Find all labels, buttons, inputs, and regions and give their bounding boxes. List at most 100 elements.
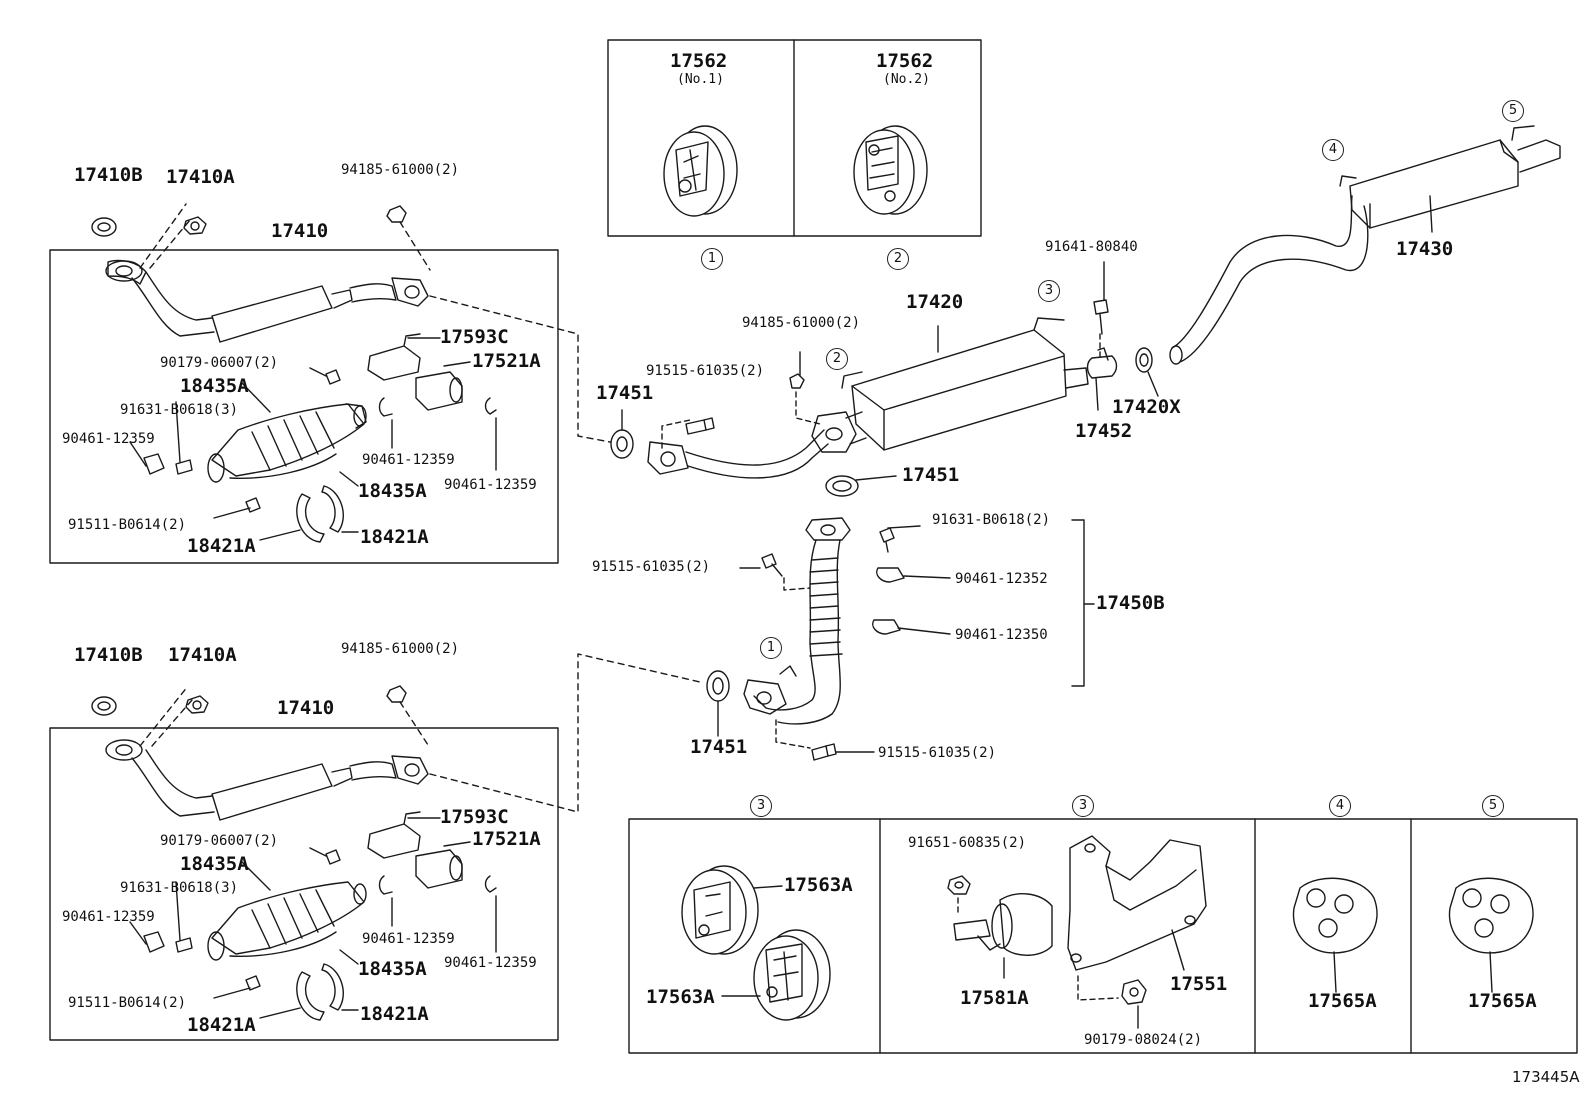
bottom-label-bracket: 17551 (1170, 973, 1228, 995)
lower-label-clamp-r: 90461-12359 (444, 955, 537, 971)
lower-leaders (129, 817, 497, 1019)
center-label-bolt-a: 91515-61035(2) (646, 363, 765, 379)
bolt-center-a-icon (685, 417, 715, 435)
center-pipe-17420-icon (811, 317, 1089, 453)
upper-bracket-icons (296, 485, 344, 543)
lower-label-pipe: 17410 (277, 697, 335, 719)
upper-label-cover-c: 17593C (440, 326, 509, 348)
bottom-label-nut-91651: 91651-60835(2) (908, 835, 1027, 851)
lower-label-gasket: 17410B (74, 644, 143, 666)
callout-3-sec1: 3 (750, 795, 772, 817)
nut-91651-icon (947, 875, 971, 895)
center-leaders (621, 195, 1433, 753)
inset-top-frame (607, 39, 982, 237)
bottom-label-17563a-upper: 17563A (784, 874, 853, 896)
nut-center-a-icon (789, 373, 805, 389)
upper-label-stud: 90179-06007(2) (160, 355, 279, 371)
bottom-label-17565a-b: 17565A (1468, 990, 1537, 1012)
front-pipe-17450b-icon (743, 517, 851, 725)
center-label-nut-a: 94185-61000(2) (742, 315, 861, 331)
lower-nut-top-icon (386, 685, 407, 703)
upper-nut-icon (183, 216, 207, 235)
lower-label-cover-c: 17593C (440, 806, 509, 828)
inset-top-part-no2: 17562 (876, 50, 934, 72)
upper-cover-c-icon (367, 333, 421, 381)
lower-leader-dashes (139, 653, 701, 813)
bottom-label-nut-90179: 90179-08024(2) (1084, 1032, 1203, 1048)
lower-exhaust-pipe-icon (105, 739, 429, 821)
bottom-label-support: 17581A (960, 987, 1029, 1009)
clamp-b-icon (872, 619, 901, 635)
center-label-bolt-d: 91515-61035(2) (878, 745, 997, 761)
lower-gasket-icon (91, 696, 117, 716)
bottom-label-17565a-a: 17565A (1308, 990, 1377, 1012)
upper-label-nut-top: 94185-61000(2) (341, 162, 460, 178)
lower-cover-a-icon (415, 849, 463, 889)
hanger-no1-icon (663, 125, 738, 217)
center-label-front-pipe: 17450B (1096, 592, 1165, 614)
upper-exhaust-pipe-icon (105, 259, 429, 343)
ring-17420x-icon (1135, 347, 1153, 373)
upper-label-clamp-m: 90461-12359 (362, 452, 455, 468)
lower-label-cover-a: 17521A (472, 828, 541, 850)
hanger-no2-icon (853, 125, 928, 215)
upper-label-heat-insulator: 18435A (180, 375, 249, 397)
upper-clamp-icons (143, 397, 497, 475)
front-flange-icon (647, 429, 829, 479)
gasket-17451-b-icon (825, 475, 859, 497)
lower-label-bracket-r: 18421A (360, 1003, 429, 1025)
upper-label-bolt-b: 91511-B0614(2) (68, 517, 187, 533)
lower-label-stud: 90179-06007(2) (160, 833, 279, 849)
center-label-bolt-top: 91641-80840 (1045, 239, 1138, 255)
upper-leaders (129, 337, 497, 541)
callout-4-center: 4 (1322, 139, 1344, 161)
bottom-dashes (957, 897, 1119, 1001)
bolt-top-icon (1093, 299, 1109, 335)
lower-cover-c-icon (367, 811, 421, 859)
callout-5-sec4: 5 (1482, 795, 1504, 817)
inset-top-sub-no2: (No.2) (883, 72, 930, 87)
center-dashes (661, 333, 1101, 749)
upper-leader-dashes (139, 203, 611, 443)
bottom-leaders (721, 885, 1493, 1029)
bolt-front-a-icon (761, 553, 783, 577)
bracket-17551-icon (1067, 835, 1207, 971)
upper-label-clamp-r: 90461-12359 (444, 477, 537, 493)
callout-3-center: 3 (1038, 280, 1060, 302)
bottom-label-17563a-lower: 17563A (646, 986, 715, 1008)
callout-3-sec2: 3 (1072, 795, 1094, 817)
callout-2-top: 2 (887, 248, 909, 270)
inset-top-part-no1: 17562 (670, 50, 728, 72)
nut-90179-icon (1121, 979, 1147, 1005)
center-label-clamp-b: 90461-12350 (955, 627, 1048, 643)
callout-4-sec3: 4 (1329, 795, 1351, 817)
hanger-17565a-a-icon (1292, 877, 1378, 954)
lower-box-frame (49, 727, 559, 1041)
gasket-17451-c-icon (706, 670, 730, 702)
callout-5-center: 5 (1502, 100, 1524, 122)
lower-label-clamp-l: 90461-12359 (62, 909, 155, 925)
lower-label-nut: 17410A (168, 644, 237, 666)
callout-2-center: 2 (826, 348, 848, 370)
upper-converter-icon (207, 403, 367, 483)
center-label-gasket-a: 17451 (596, 382, 654, 404)
center-label-center-pipe: 17420 (906, 291, 964, 313)
lower-bracket-icons (296, 963, 344, 1021)
tail-pipe-17430-icon (1169, 125, 1561, 365)
upper-cover-a-icon (415, 371, 463, 411)
inset-bottom-frame (628, 818, 1578, 1054)
center-label-clamp: 17452 (1075, 420, 1133, 442)
lower-clamp-icons (143, 875, 497, 953)
support-17581a-icon (953, 893, 1053, 956)
upper-gasket-icon (91, 217, 117, 237)
upper-label-bracket-r: 18421A (360, 526, 429, 548)
upper-label-insulator-lower: 18435A (358, 480, 427, 502)
lower-label-clamp-m: 90461-12359 (362, 931, 455, 947)
hanger-17563a-upper-icon (681, 865, 759, 955)
bolt-front-c-icon (811, 743, 837, 761)
upper-label-clamp-l: 90461-12359 (62, 431, 155, 447)
upper-label-cover-a: 17521A (472, 350, 541, 372)
lower-label-heat-insulator: 18435A (180, 853, 249, 875)
upper-box-frame (49, 249, 559, 564)
